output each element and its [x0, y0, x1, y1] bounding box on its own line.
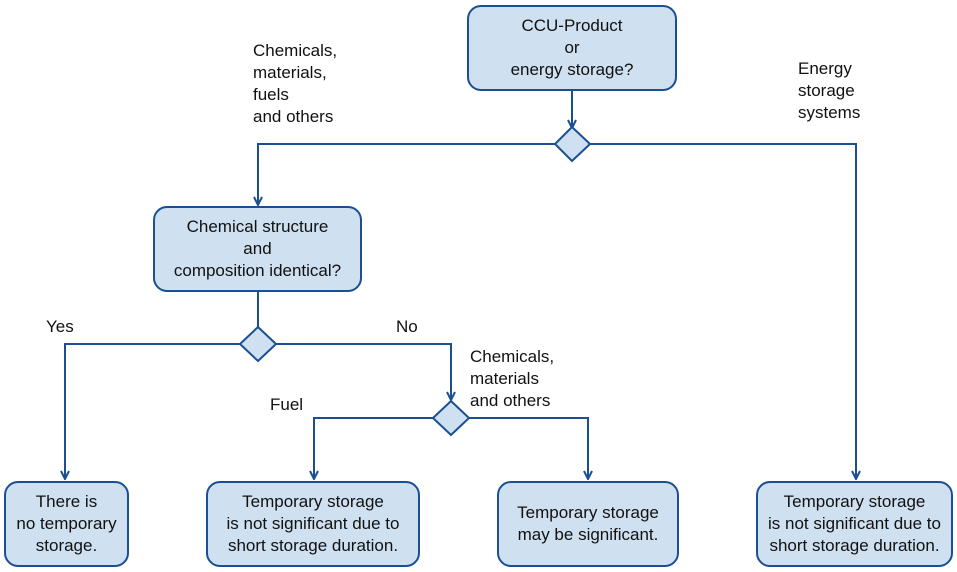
edge-decision-left	[258, 143, 555, 205]
decision-diamond-identical	[238, 325, 278, 363]
edge-chemicals	[469, 417, 588, 479]
node-energy-result-text: Temporary storage is not significant due…	[768, 492, 941, 555]
edge-yes	[65, 343, 240, 479]
label-chemicals-materials-others: Chemicals, materials and others	[470, 347, 555, 410]
node-no-temporary-storage: There is no temporary storage.	[4, 481, 129, 567]
decision-diamond-use	[431, 399, 471, 437]
label-chemicals-materials-fuels: Chemicals, materials, fuels and others	[253, 41, 338, 126]
label-fuel: Fuel	[270, 395, 304, 414]
node-fuel-result-text: Temporary storage is not significant due…	[226, 492, 400, 555]
label-no: No	[396, 317, 418, 336]
edge-no	[276, 343, 451, 400]
node-no-temporary-storage-text: There is no temporary storage.	[16, 492, 117, 555]
node-fuel-result: Temporary storage is not significant due…	[206, 481, 420, 567]
label-energy-storage-systems: Energy storage systems	[798, 59, 861, 122]
node-chemicals-result: Temporary storage may be significant.	[497, 481, 679, 567]
node-ccu-product: CCU-Product or energy storage?	[467, 5, 677, 91]
node-energy-result: Temporary storage is not significant due…	[756, 481, 953, 567]
edge-decision-right	[590, 143, 856, 479]
decision-diamond-product-type	[553, 125, 592, 163]
node-chemical-structure: Chemical structure and composition ident…	[153, 206, 362, 292]
node-chemicals-result-text: Temporary storage may be significant.	[517, 503, 659, 544]
node-ccu-product-text: CCU-Product or energy storage?	[510, 16, 634, 79]
edge-fuel	[314, 417, 433, 479]
label-yes: Yes	[46, 317, 74, 336]
node-chemical-structure-text: Chemical structure and composition ident…	[173, 217, 342, 280]
